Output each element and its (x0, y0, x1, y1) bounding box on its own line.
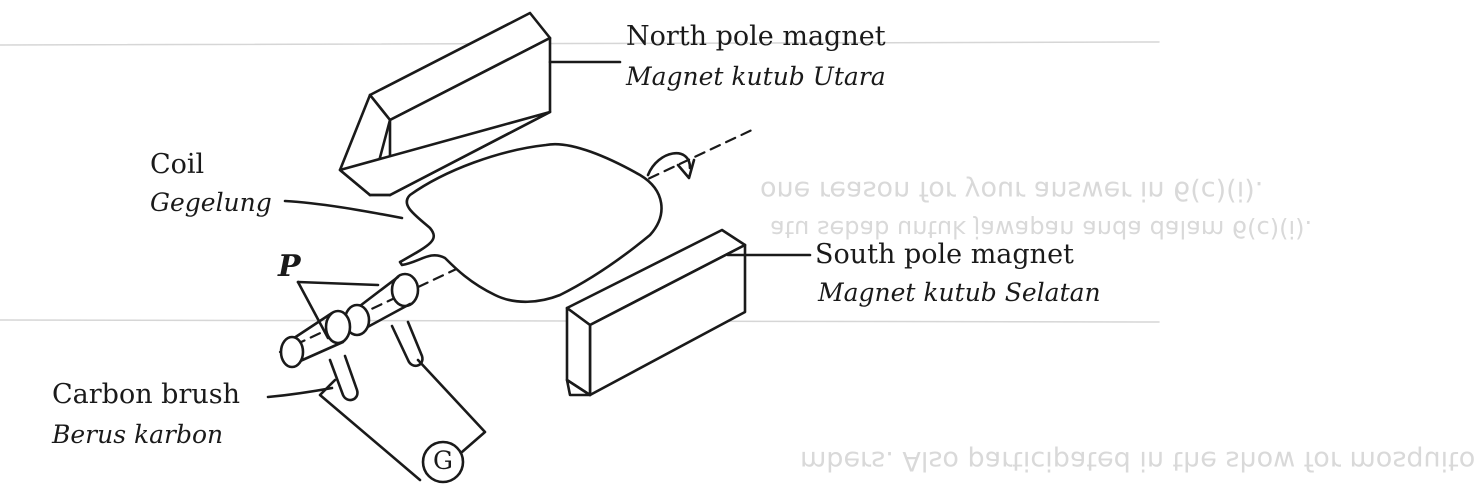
label-brush-ms: Berus karbon (52, 420, 224, 449)
label-south-ms: Magnet kutub Selatan (818, 278, 1101, 307)
rotation-arrowhead (676, 158, 696, 180)
label-coil-ms: Gegelung (150, 188, 272, 217)
leader-brush (266, 386, 334, 399)
label-p: P (278, 249, 301, 284)
rotation-arrow (646, 152, 692, 177)
galvanometer (421, 440, 465, 484)
slip-ring-right (343, 272, 420, 337)
generator-diagram-svg (0, 11, 1160, 484)
label-coil-en: Coil (150, 149, 205, 180)
label-south-en: South pole magnet (815, 239, 1074, 270)
label-brush-en: Carbon brush (52, 379, 240, 410)
circuit-wire-left (318, 378, 422, 482)
label-north-en: North pole magnet (626, 21, 886, 52)
label-north-ms: Magnet kutub Utara (626, 62, 886, 91)
coil (398, 142, 663, 304)
leader-p-1 (296, 280, 380, 287)
carbon-brush-right (390, 320, 424, 368)
galvanometer-label: G (433, 446, 453, 475)
leader-p-2 (296, 280, 330, 340)
north-pole-magnet (338, 11, 552, 197)
leader-coil (283, 199, 404, 220)
diagram-figure: one reason for your answer in 6(c)(i). a… (0, 11, 1475, 484)
slip-ring-left (279, 309, 352, 369)
carbon-brush-left (328, 354, 359, 402)
south-pole-magnet (565, 228, 747, 397)
circuit-wire-right (416, 358, 487, 454)
